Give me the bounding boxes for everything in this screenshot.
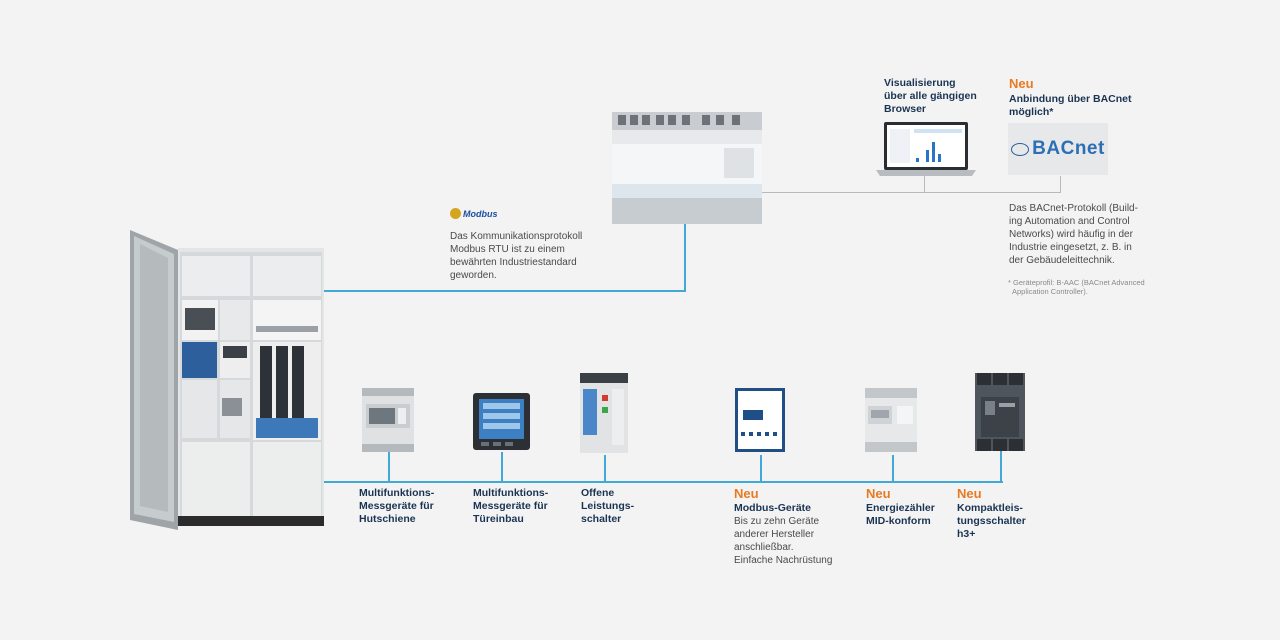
drop-line-3 [604,455,606,482]
device-label-energy-meter: Energiezähler MID-konform [866,502,935,527]
device-label-open-breaker: Offene Leistungs- schalter [581,487,635,525]
din-rail-meter-image [362,388,414,452]
bus-line-controller [684,222,686,292]
compact-breaker-neu-badge: Neu [957,486,982,501]
bacnet-title: Anbindung über BACnet möglich* [1009,93,1132,118]
bacnet-logo: BACnet [1008,123,1108,175]
modbus-logo: Modbus [450,208,498,219]
drop-line-6 [1000,450,1002,482]
bacnet-neu-badge: Neu [1009,76,1034,91]
device-label-panel-meter: Multifunktions- Messgeräte für Türeinbau [473,487,549,525]
modbus-description: Das Kommunikationsprotokoll Modbus RTU i… [450,231,583,281]
energy-meter-image [865,388,917,452]
bus-line-bottom [323,481,1003,483]
modbus-logo-text: Modbus [463,208,498,219]
bacnet-logo-text: BACnet [1032,138,1105,159]
modbus-device-icon [735,388,785,452]
drop-line-1 [388,452,390,482]
switch-cabinet [130,230,325,530]
drop-line-2 [501,452,503,482]
open-breaker-image [580,373,628,453]
energy-meter-neu-badge: Neu [866,486,891,501]
gear-icon [450,208,461,219]
panel-meter-image [473,393,530,450]
drop-line-4 [760,455,762,482]
modbus-devices-description: Bis zu zehn Geräte anderer Hersteller an… [734,516,833,566]
ethernet-line [760,192,1060,193]
bacnet-description: Das BACnet-Protokoll (Build- ing Automat… [1009,203,1138,266]
visualisierung-label: Visualisierung über alle gängigen Browse… [884,77,977,115]
drop-line-5 [892,455,894,482]
bacnet-footnote: * Geräteprofil: B-AAC (BACnet Advanced A… [1008,278,1145,296]
ethernet-line-laptop [924,176,925,193]
device-label-modbus-devices: Modbus-Geräte [734,502,812,514]
device-label-din-meter: Multifunktions- Messgeräte für Hutschien… [359,487,435,525]
compact-breaker-image [975,373,1025,451]
bus-line-top [323,290,686,292]
ashrae-badge-icon [1011,142,1030,156]
modbus-devices-neu-badge: Neu [734,486,759,501]
device-label-compact-breaker: Kompaktleis- tungsschalter h3+ [957,502,1026,540]
laptop-image [876,122,976,177]
modbus-controller-device [612,112,762,224]
ethernet-line-bacnet [1060,176,1061,193]
